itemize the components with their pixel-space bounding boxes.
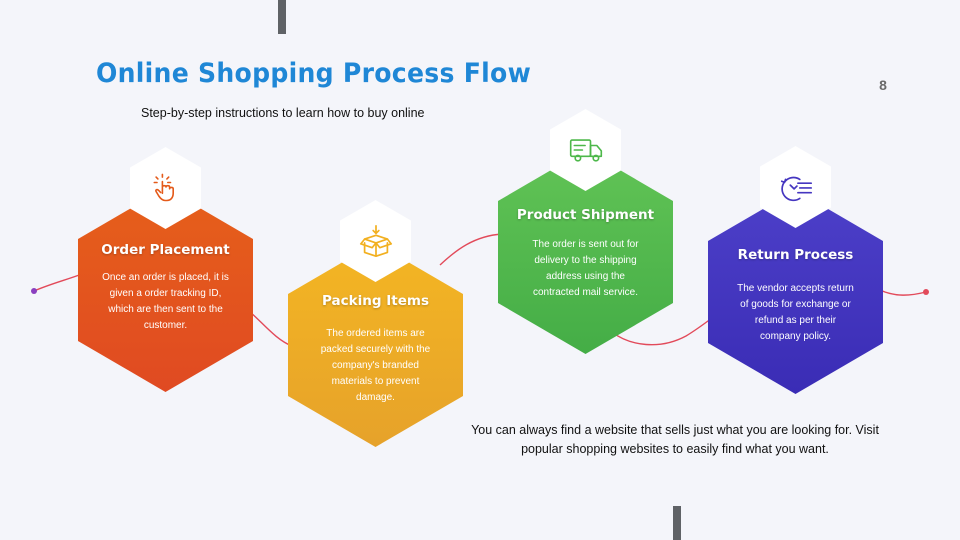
step-title: Return Process	[737, 247, 854, 263]
wave-path	[33, 233, 927, 347]
step-icon-badge	[340, 200, 411, 282]
page-number: 8	[879, 77, 887, 93]
top-divider-bar	[278, 0, 286, 34]
footer-text: You can always find a website that sells…	[471, 423, 879, 456]
step-description: The ordered items are packed securely wi…	[320, 328, 431, 403]
page-title: Online Shopping Process Flow	[96, 58, 532, 89]
wave-start-dot	[31, 288, 37, 294]
step-description: The vendor accepts return of goods for e…	[737, 283, 854, 342]
return-clock-icon	[780, 176, 813, 202]
step-packing-items: Packing Items The ordered items are pack…	[288, 243, 463, 447]
delivery-truck-icon	[569, 139, 603, 162]
open-box-icon	[359, 224, 393, 258]
page-subtitle: Step-by-step instructions to learn how t…	[141, 106, 425, 120]
step-description: Once an order is placed, it is given a o…	[102, 272, 229, 331]
pointer-hand-icon	[153, 173, 175, 202]
wave-end-dot	[923, 289, 929, 295]
step-title: Product Shipment	[516, 207, 655, 223]
bottom-divider-bar	[673, 506, 681, 540]
step-description: The order is sent out for delivery to th…	[532, 239, 639, 298]
step-icon-badge	[130, 147, 201, 229]
step-title: Packing Items	[322, 293, 429, 309]
step-title: Order Placement	[101, 242, 230, 258]
